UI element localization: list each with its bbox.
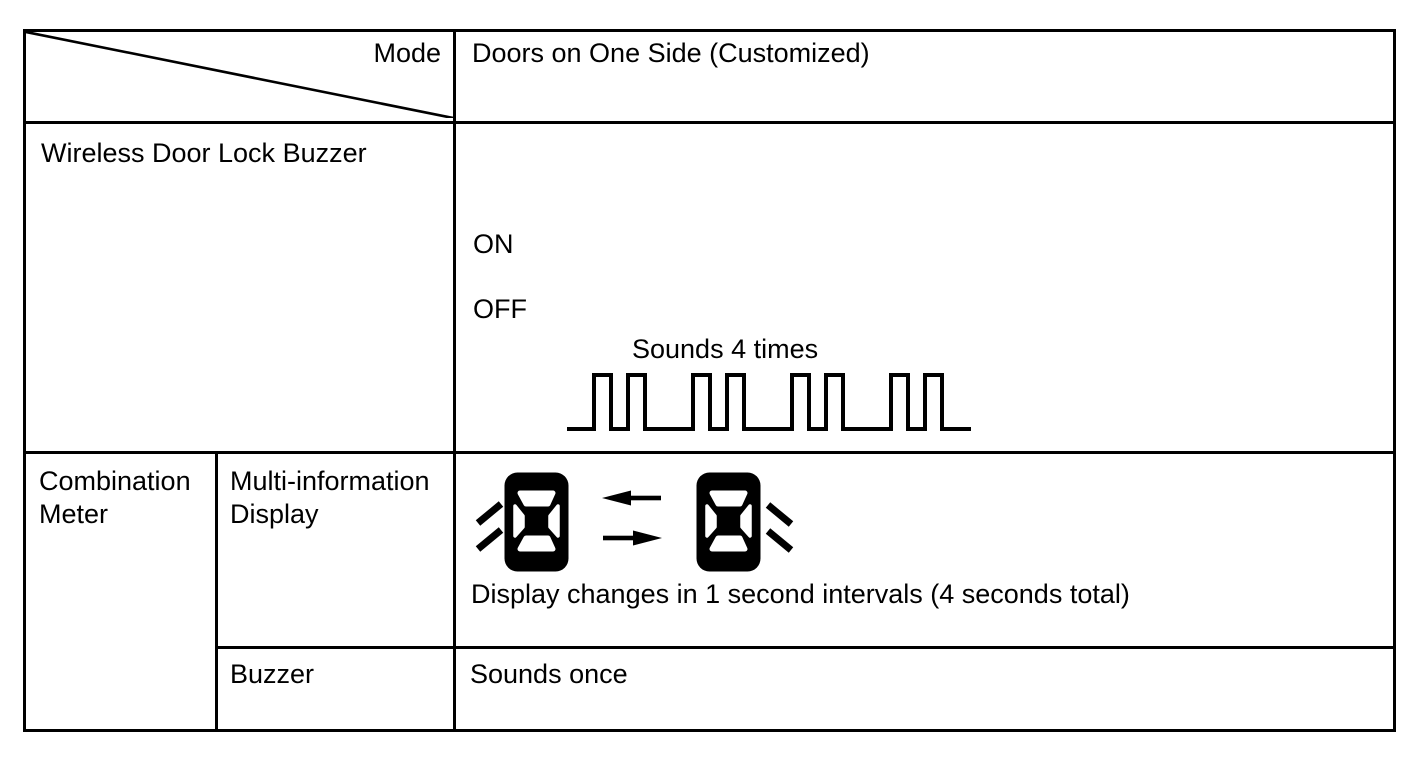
meter-buzzer-value: Sounds once [470, 659, 628, 689]
multi-info-display-label: Multi-information Display [230, 466, 430, 529]
waveform-off-label: OFF [473, 294, 527, 324]
waveform-caption: Sounds 4 times [632, 334, 819, 364]
multi-info-display-label-cell: Multi-information Display [215, 451, 456, 649]
door-open-dashes-right-icon [765, 502, 794, 553]
arrow-right-icon [603, 530, 662, 546]
wireless-buzzer-label: Wireless Door Lock Buzzer [41, 138, 367, 168]
mode-name-text: Doors on One Side (Customized) [472, 38, 870, 68]
meter-buzzer-value-cell: Sounds once [453, 646, 1396, 732]
door-open-dashes-left-icon [475, 501, 504, 552]
customization-spec-table: Mode Doors on One Side (Customized) Wire… [23, 29, 1396, 732]
wireless-buzzer-signal-cell: ON OFF Sounds 4 times [453, 121, 1396, 454]
car-doors-open-left-icon [504, 472, 569, 572]
multi-info-display-content-cell: Display changes in 1 second intervals (4… [453, 451, 1396, 649]
car-doors-open-right-icon [696, 472, 761, 572]
buzzer-waveform-icon [567, 373, 971, 431]
waveform-on-label: ON [473, 229, 514, 259]
meter-buzzer-label-cell: Buzzer [215, 646, 456, 732]
mode-name-cell: Doors on One Side (Customized) [453, 29, 1396, 124]
mode-corner-label: Mode [373, 38, 441, 68]
wireless-buzzer-label-cell: Wireless Door Lock Buzzer [23, 121, 456, 454]
combination-meter-label: Combination Meter [39, 466, 191, 529]
diagonal-divider-line [26, 32, 453, 118]
header-corner-cell: Mode [23, 29, 456, 124]
multi-info-display-caption: Display changes in 1 second intervals (4… [471, 579, 1130, 609]
arrow-left-icon [602, 490, 661, 506]
meter-buzzer-label: Buzzer [230, 659, 315, 689]
combination-meter-label-cell: Combination Meter [23, 451, 218, 732]
